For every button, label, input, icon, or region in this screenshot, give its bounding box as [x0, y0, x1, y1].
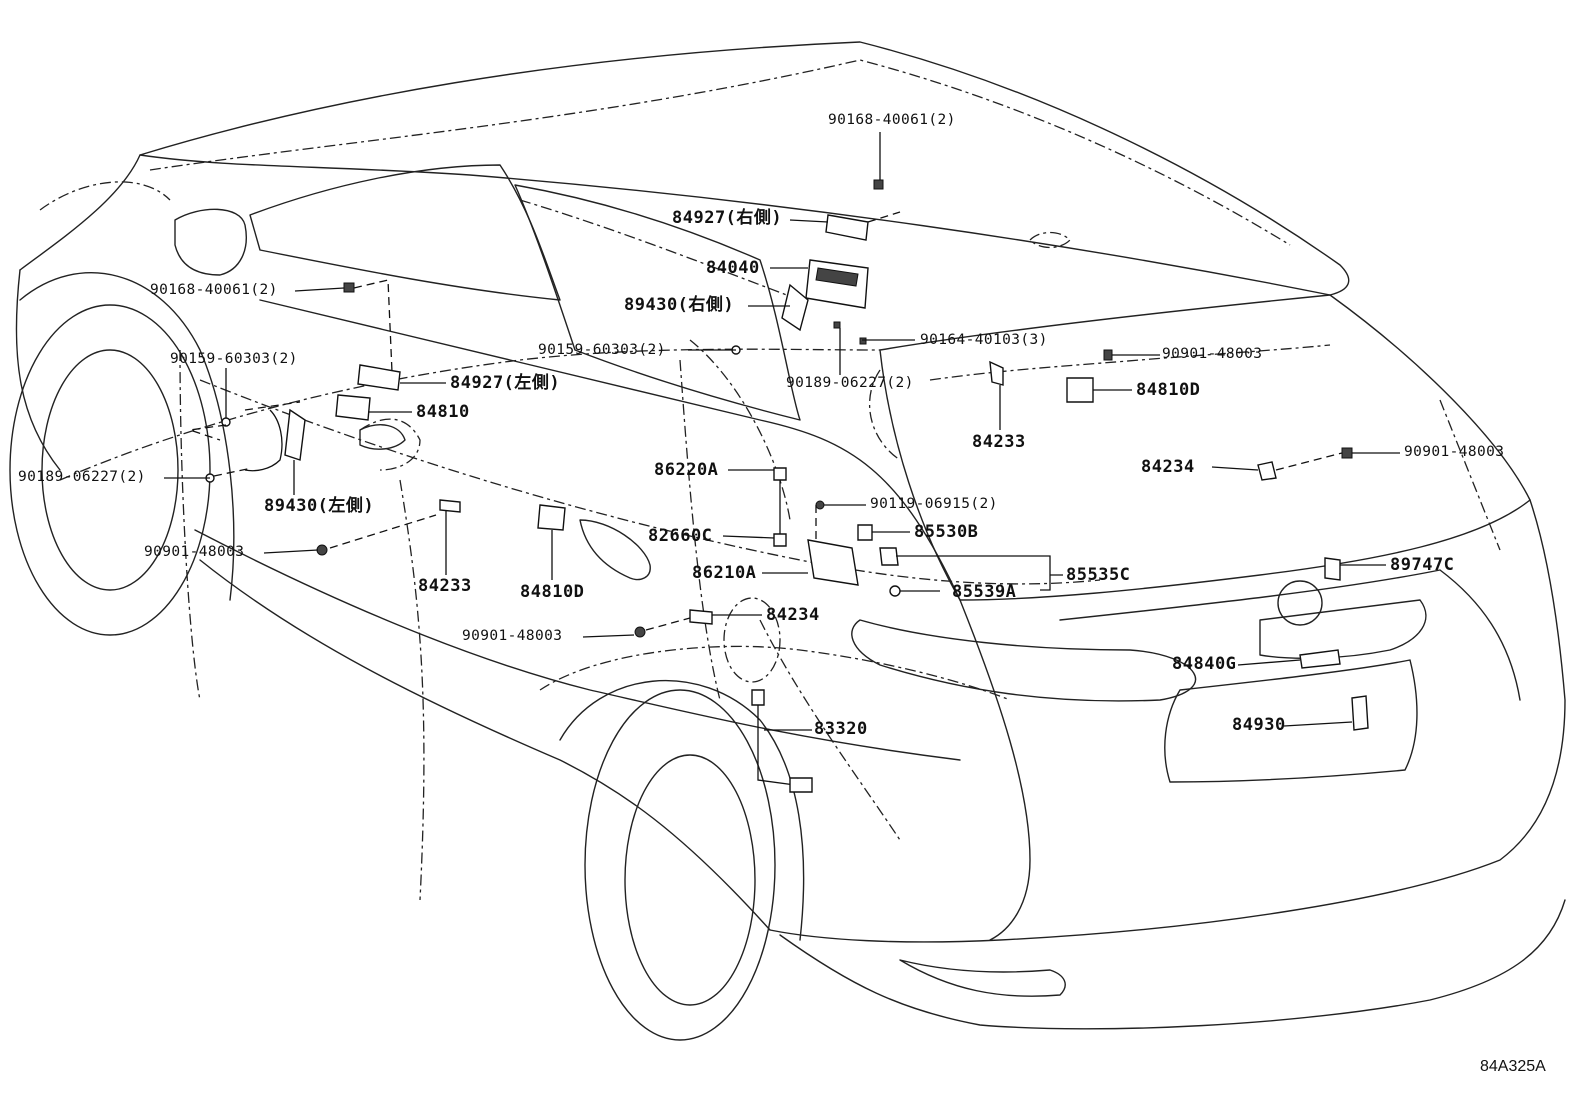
callout-socket-85535C: 85535C	[1066, 565, 1131, 585]
callout-switch-84927-right: 84927(右側)	[672, 208, 783, 228]
lamp-84840G	[1299, 649, 1341, 669]
sensor-84233-left	[439, 499, 461, 513]
callout-sensor-89747C: 89747C	[1390, 555, 1455, 575]
callout-switch-84930: 84930	[1232, 715, 1286, 735]
switch-84927-left	[357, 364, 401, 391]
module-89430-right	[781, 283, 809, 332]
sensor-84234-right	[1257, 461, 1277, 481]
callout-screw-90164-40103: 90164-40103(3)	[920, 332, 1048, 348]
module-89430-left	[284, 408, 306, 461]
bolt-part	[873, 179, 884, 190]
callout-switch-84810D-left: 84810D	[520, 582, 585, 602]
switch-part-84927-right	[825, 214, 869, 241]
switch-84810-left	[335, 394, 371, 421]
callout-module-89430-left: 89430(左側)	[264, 496, 375, 516]
hidden-structure-lines	[39, 181, 1501, 901]
callout-bulb-85530B: 85530B	[914, 522, 979, 542]
switch-84810D-left	[537, 504, 566, 531]
switch-84810D-right	[1066, 377, 1094, 403]
parts-graphics	[205, 179, 1369, 793]
callout-sensor-84233-right: 84233	[972, 432, 1026, 452]
callout-bolt-90901-48003-upper-right: 90901-48003	[1162, 346, 1263, 362]
callout-clip-90159-60303-left: 90159-60303(2)	[170, 351, 298, 367]
callout-module-89430-right: 89430(右側)	[624, 295, 735, 315]
callout-bolt-90901-48003-left: 90901-48003	[144, 544, 245, 560]
callout-86220A: 86220A	[654, 460, 719, 480]
callout-sensor-84233-left: 84233	[418, 576, 472, 596]
switch-84930	[1351, 695, 1369, 731]
leader-lines	[164, 132, 1400, 731]
bulb-85530B	[857, 524, 873, 541]
callout-sensor-84234-left: 84234	[766, 605, 820, 625]
callout-clamp-90189-06227-right: 90189-06227(2)	[786, 375, 914, 391]
socket-85535C	[879, 547, 899, 566]
switch-part-84040	[805, 259, 869, 309]
callout-switch-84810D-right: 84810D	[1136, 380, 1201, 400]
callout-sensor-84234-right: 84234	[1141, 457, 1195, 477]
callout-bolt-90168-40061-left: 90168-40061(2)	[150, 282, 278, 298]
module-86210A	[807, 539, 859, 586]
callout-switch-84927-left: 84927(左側)	[450, 373, 561, 393]
callout-screw-90119-06915: 90119-06915(2)	[870, 496, 998, 512]
callout-85539A: 85539A	[952, 582, 1017, 602]
callout-module-86210A: 86210A	[692, 563, 757, 583]
callout-lamp-84840G: 84840G	[1172, 654, 1237, 674]
callout-clip-90159-60303-right: 90159-60303(2)	[538, 342, 666, 358]
car-body-outline	[9, 41, 1566, 1041]
callout-bolt-90901-48003-right: 90901-48003	[1404, 444, 1505, 460]
callout-sensor-83320: 83320	[814, 719, 868, 739]
diagram-code: 84A325A	[1480, 1058, 1546, 1075]
callout-bolt-90901-48003-lower: 90901-48003	[462, 628, 563, 644]
connector-82660C	[773, 533, 787, 547]
sensor-89747C	[1324, 557, 1341, 581]
callout-connector-82660C: 82660C	[648, 526, 713, 546]
callout-switch-84810: 84810	[416, 402, 470, 422]
callout-bolt-90168-40061-right: 90168-40061(2)	[828, 112, 956, 128]
callout-switch-84040: 84040	[706, 258, 760, 278]
sensor-83320	[751, 689, 765, 706]
sensor-84234-left	[689, 609, 713, 625]
callout-clamp-90189-06227-left: 90189-06227(2)	[18, 469, 146, 485]
sensor-84233-right	[989, 360, 1004, 386]
